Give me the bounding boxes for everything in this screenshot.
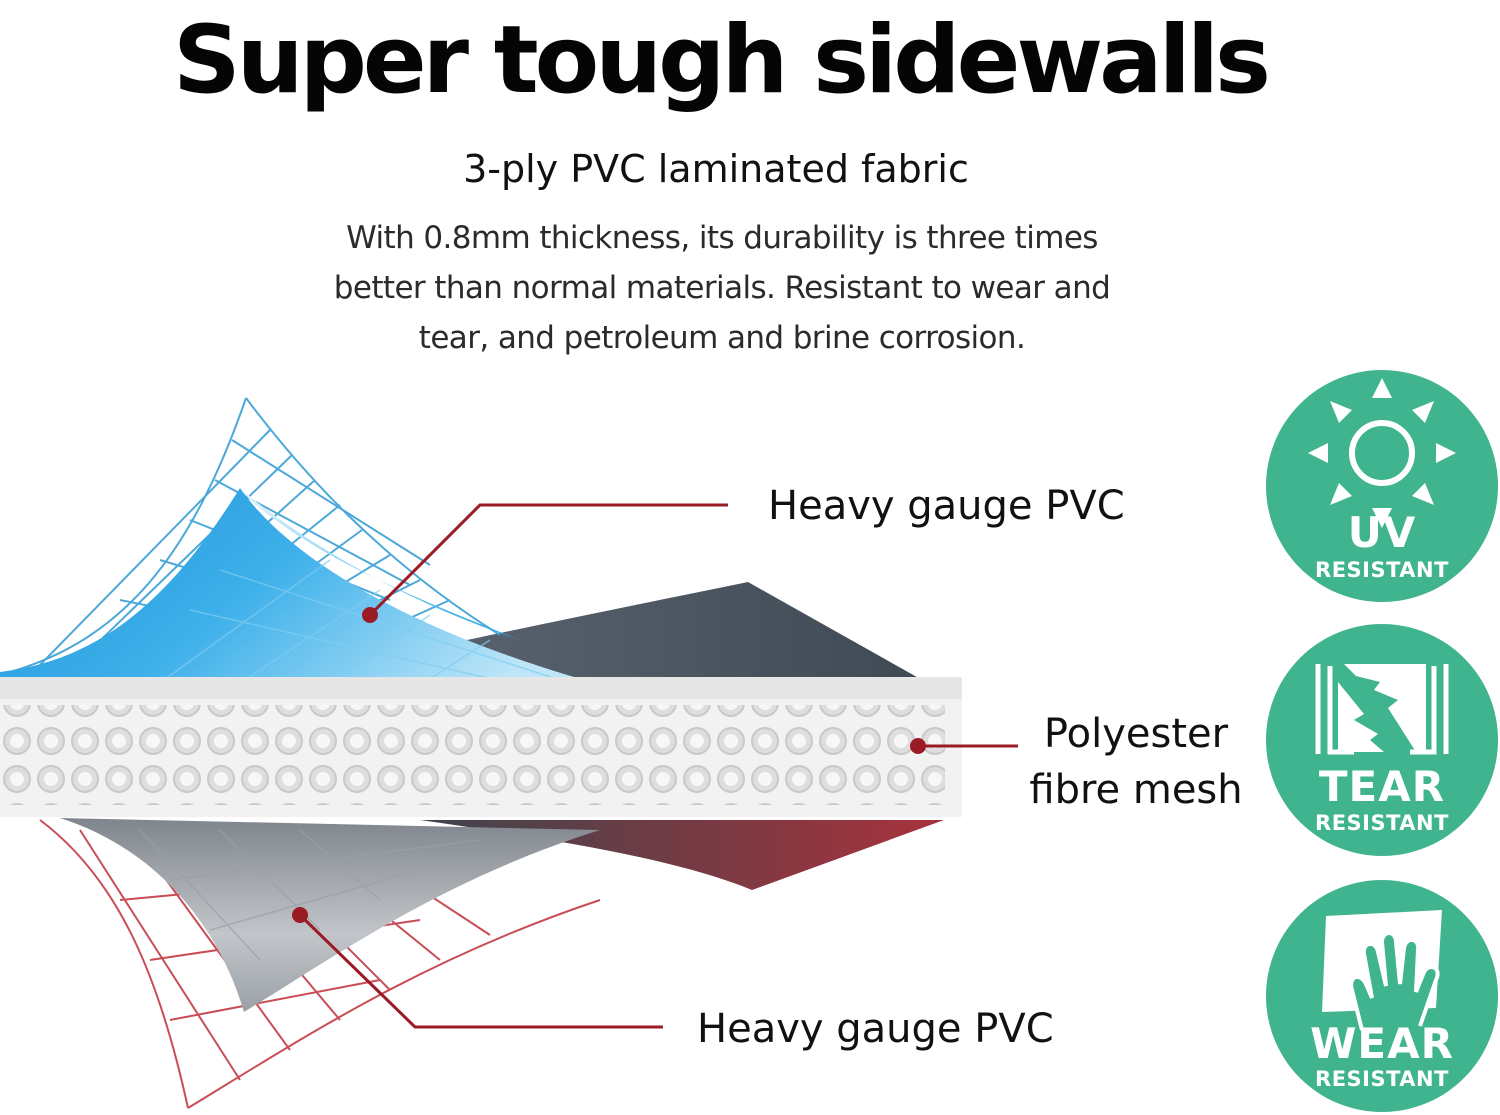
label-middle-layer: Polyester fibre mesh: [1029, 711, 1243, 813]
uv-badge-subtitle: RESISTANT: [1315, 558, 1449, 582]
wear-badge-subtitle: RESISTANT: [1315, 1067, 1449, 1091]
sun-icon: [1308, 378, 1456, 528]
headline: Super tough sidewalls: [173, 6, 1271, 115]
description-text: With 0.8mm thickness, its durability is …: [333, 220, 1111, 356]
subheadline: 3-ply PVC laminated fabric: [463, 147, 969, 191]
tear-badge-subtitle: RESISTANT: [1315, 811, 1449, 835]
tear-badge-title: TEAR: [1318, 762, 1446, 811]
hand-rubbing-icon: [1322, 910, 1442, 1031]
wear-badge-title: WEAR: [1310, 1019, 1454, 1068]
tear-resistant-badge: TEAR RESISTANT: [1266, 624, 1498, 856]
label-top-layer: Heavy gauge PVC: [768, 483, 1125, 529]
torn-fabric-icon: [1315, 664, 1449, 755]
uv-resistant-badge: UV RESISTANT: [1266, 370, 1498, 602]
uv-badge-title: UV: [1347, 508, 1417, 557]
wear-resistant-badge: WEAR RESISTANT: [1266, 880, 1498, 1112]
label-bottom-layer: Heavy gauge PVC: [697, 1006, 1054, 1052]
fabric-layers-illustration: [0, 397, 1018, 1109]
